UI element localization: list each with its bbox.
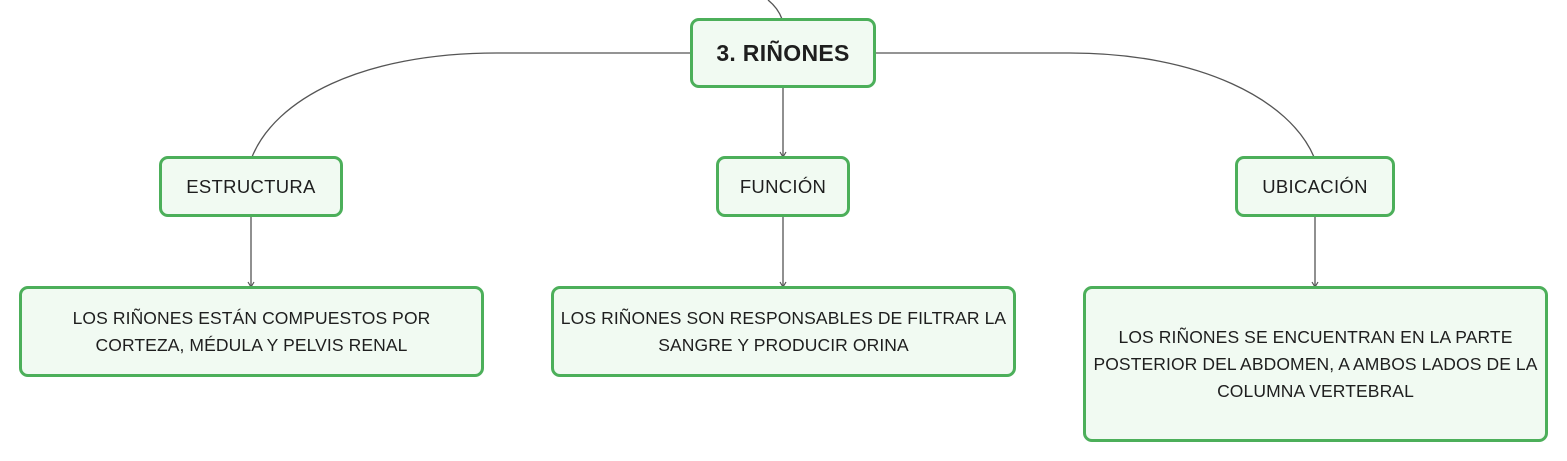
branch-node-ubicacion[interactable]: UBICACIÓN <box>1235 156 1395 217</box>
detail-node-text: LOS RIÑONES ESTÁN COMPUESTOS POR CORTEZA… <box>72 307 431 355</box>
detail-node-text: LOS RIÑONES SON RESPONSABLES DE FILTRAR … <box>560 307 1007 355</box>
detail-node-text: LOS RIÑONES SE ENCUENTRAN EN LA PARTE PO… <box>1093 326 1538 401</box>
connector-root-to-estructura <box>251 52 690 158</box>
root-node[interactable]: 3. RIÑONES <box>690 18 876 88</box>
detail-node-estructura[interactable]: LOS RIÑONES ESTÁN COMPUESTOS POR CORTEZA… <box>19 286 484 377</box>
root-node-label: 3. RIÑONES <box>716 39 850 66</box>
connector-root-to-ubicacion <box>876 52 1315 158</box>
branch-node-label: FUNCIÓN <box>739 175 827 197</box>
branch-node-estructura[interactable]: ESTRUCTURA <box>159 156 343 217</box>
branch-node-label: ESTRUCTURA <box>186 175 316 197</box>
connector-parent-to-root <box>767 0 783 20</box>
branch-node-label: UBICACIÓN <box>1262 175 1368 197</box>
detail-node-funcion[interactable]: LOS RIÑONES SON RESPONSABLES DE FILTRAR … <box>551 286 1016 377</box>
branch-node-funcion[interactable]: FUNCIÓN <box>716 156 850 217</box>
detail-node-ubicacion[interactable]: LOS RIÑONES SE ENCUENTRAN EN LA PARTE PO… <box>1083 286 1548 442</box>
